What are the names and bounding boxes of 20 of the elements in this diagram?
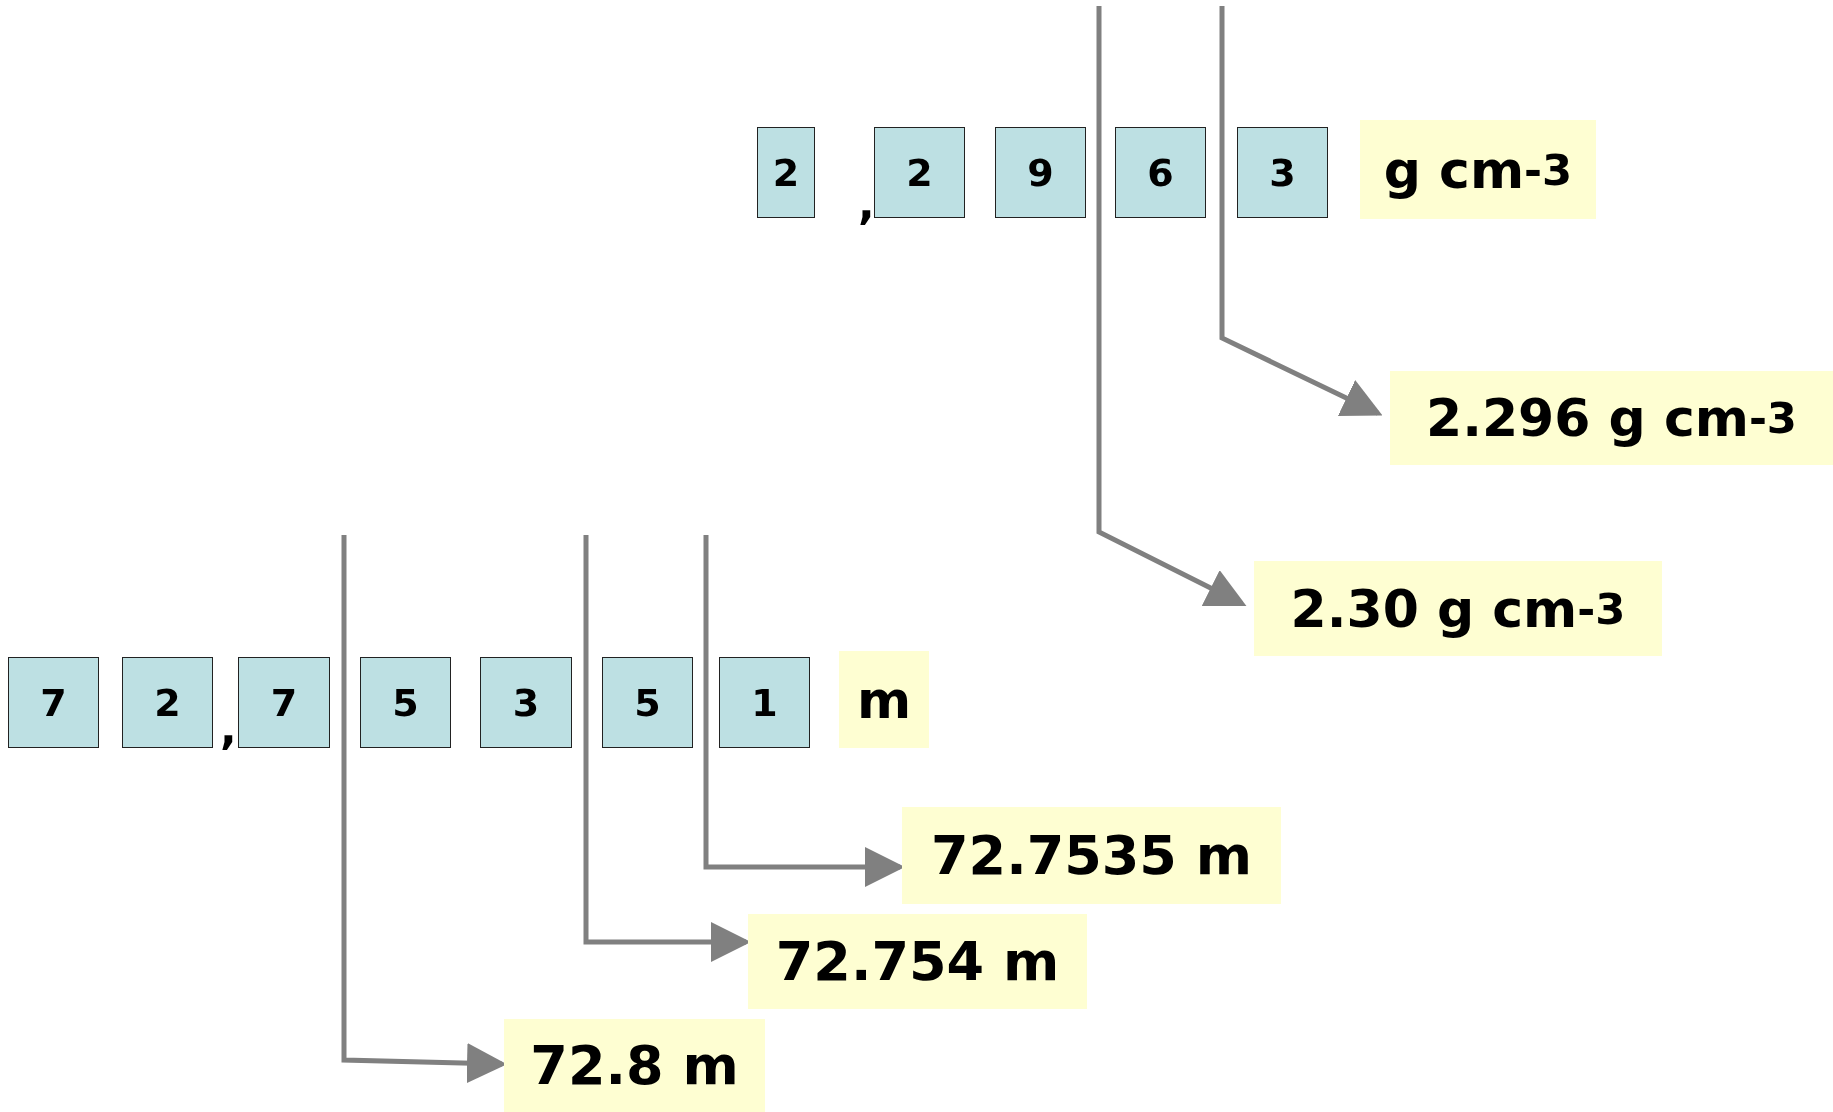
digit-box: 2 [874, 127, 965, 218]
digit-box: 2 [757, 127, 815, 218]
decimal-comma: , [858, 178, 875, 229]
digit-box: 2 [122, 657, 213, 748]
arrow [1219, 6, 1383, 417]
digit-box: 6 [1115, 127, 1206, 218]
digit-box: 1 [719, 657, 810, 748]
digit-box: 9 [995, 127, 1086, 218]
unit-label: m [839, 651, 929, 748]
digit-box: 3 [480, 657, 572, 748]
decimal-comma: , [220, 703, 237, 754]
rounded-value: 72.7535 m [902, 807, 1281, 904]
digit-box: 5 [602, 657, 693, 748]
digit-box: 7 [8, 657, 99, 748]
digit-box: 5 [360, 657, 451, 748]
digit-box: 7 [238, 657, 330, 748]
arrow [1096, 6, 1247, 606]
rounded-value: 72.754 m [748, 914, 1087, 1009]
digit-box: 3 [1237, 127, 1328, 218]
rounded-value: 72.8 m [504, 1019, 765, 1112]
